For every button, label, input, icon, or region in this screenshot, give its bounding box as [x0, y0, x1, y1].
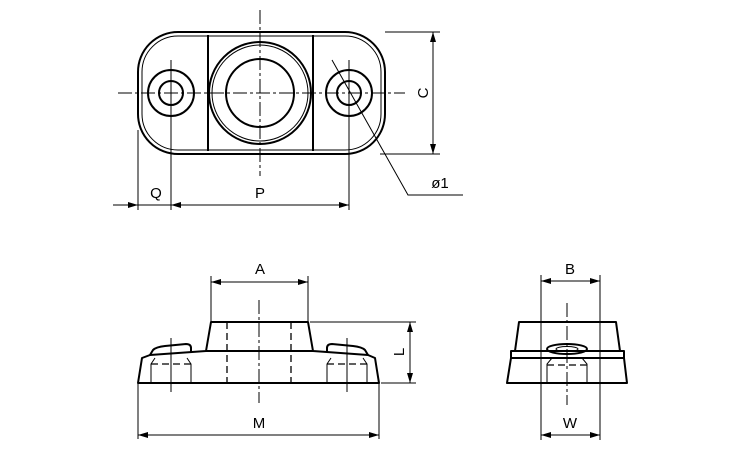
- hole-leader-line: [331, 59, 463, 196]
- b-dimension-label: B: [565, 261, 575, 278]
- side-counterbore-r: [581, 357, 588, 383]
- side-counterbore-l: [546, 357, 553, 383]
- w-dimension-label: W: [563, 415, 578, 432]
- right-tab: [326, 343, 369, 356]
- front-view: A L M: [137, 261, 416, 439]
- right-counterbore-wall-l: [326, 357, 332, 383]
- a-dimension-label: A: [255, 261, 265, 278]
- l-dimension-label: L: [391, 348, 408, 356]
- top-view: ø1 C Q P: [113, 10, 463, 210]
- left-counterbore-wall-l: [150, 357, 156, 383]
- hole-diameter-label: ø1: [431, 175, 449, 192]
- left-counterbore-wall-r: [186, 357, 192, 383]
- left-tab: [149, 343, 192, 356]
- c-dimension-label: C: [415, 87, 432, 98]
- side-view: B W: [506, 261, 628, 440]
- m-dimension-label: M: [253, 415, 266, 432]
- right-counterbore-wall-r: [362, 357, 368, 383]
- q-dimension-label: Q: [150, 185, 162, 202]
- p-dimension-label: P: [255, 185, 265, 202]
